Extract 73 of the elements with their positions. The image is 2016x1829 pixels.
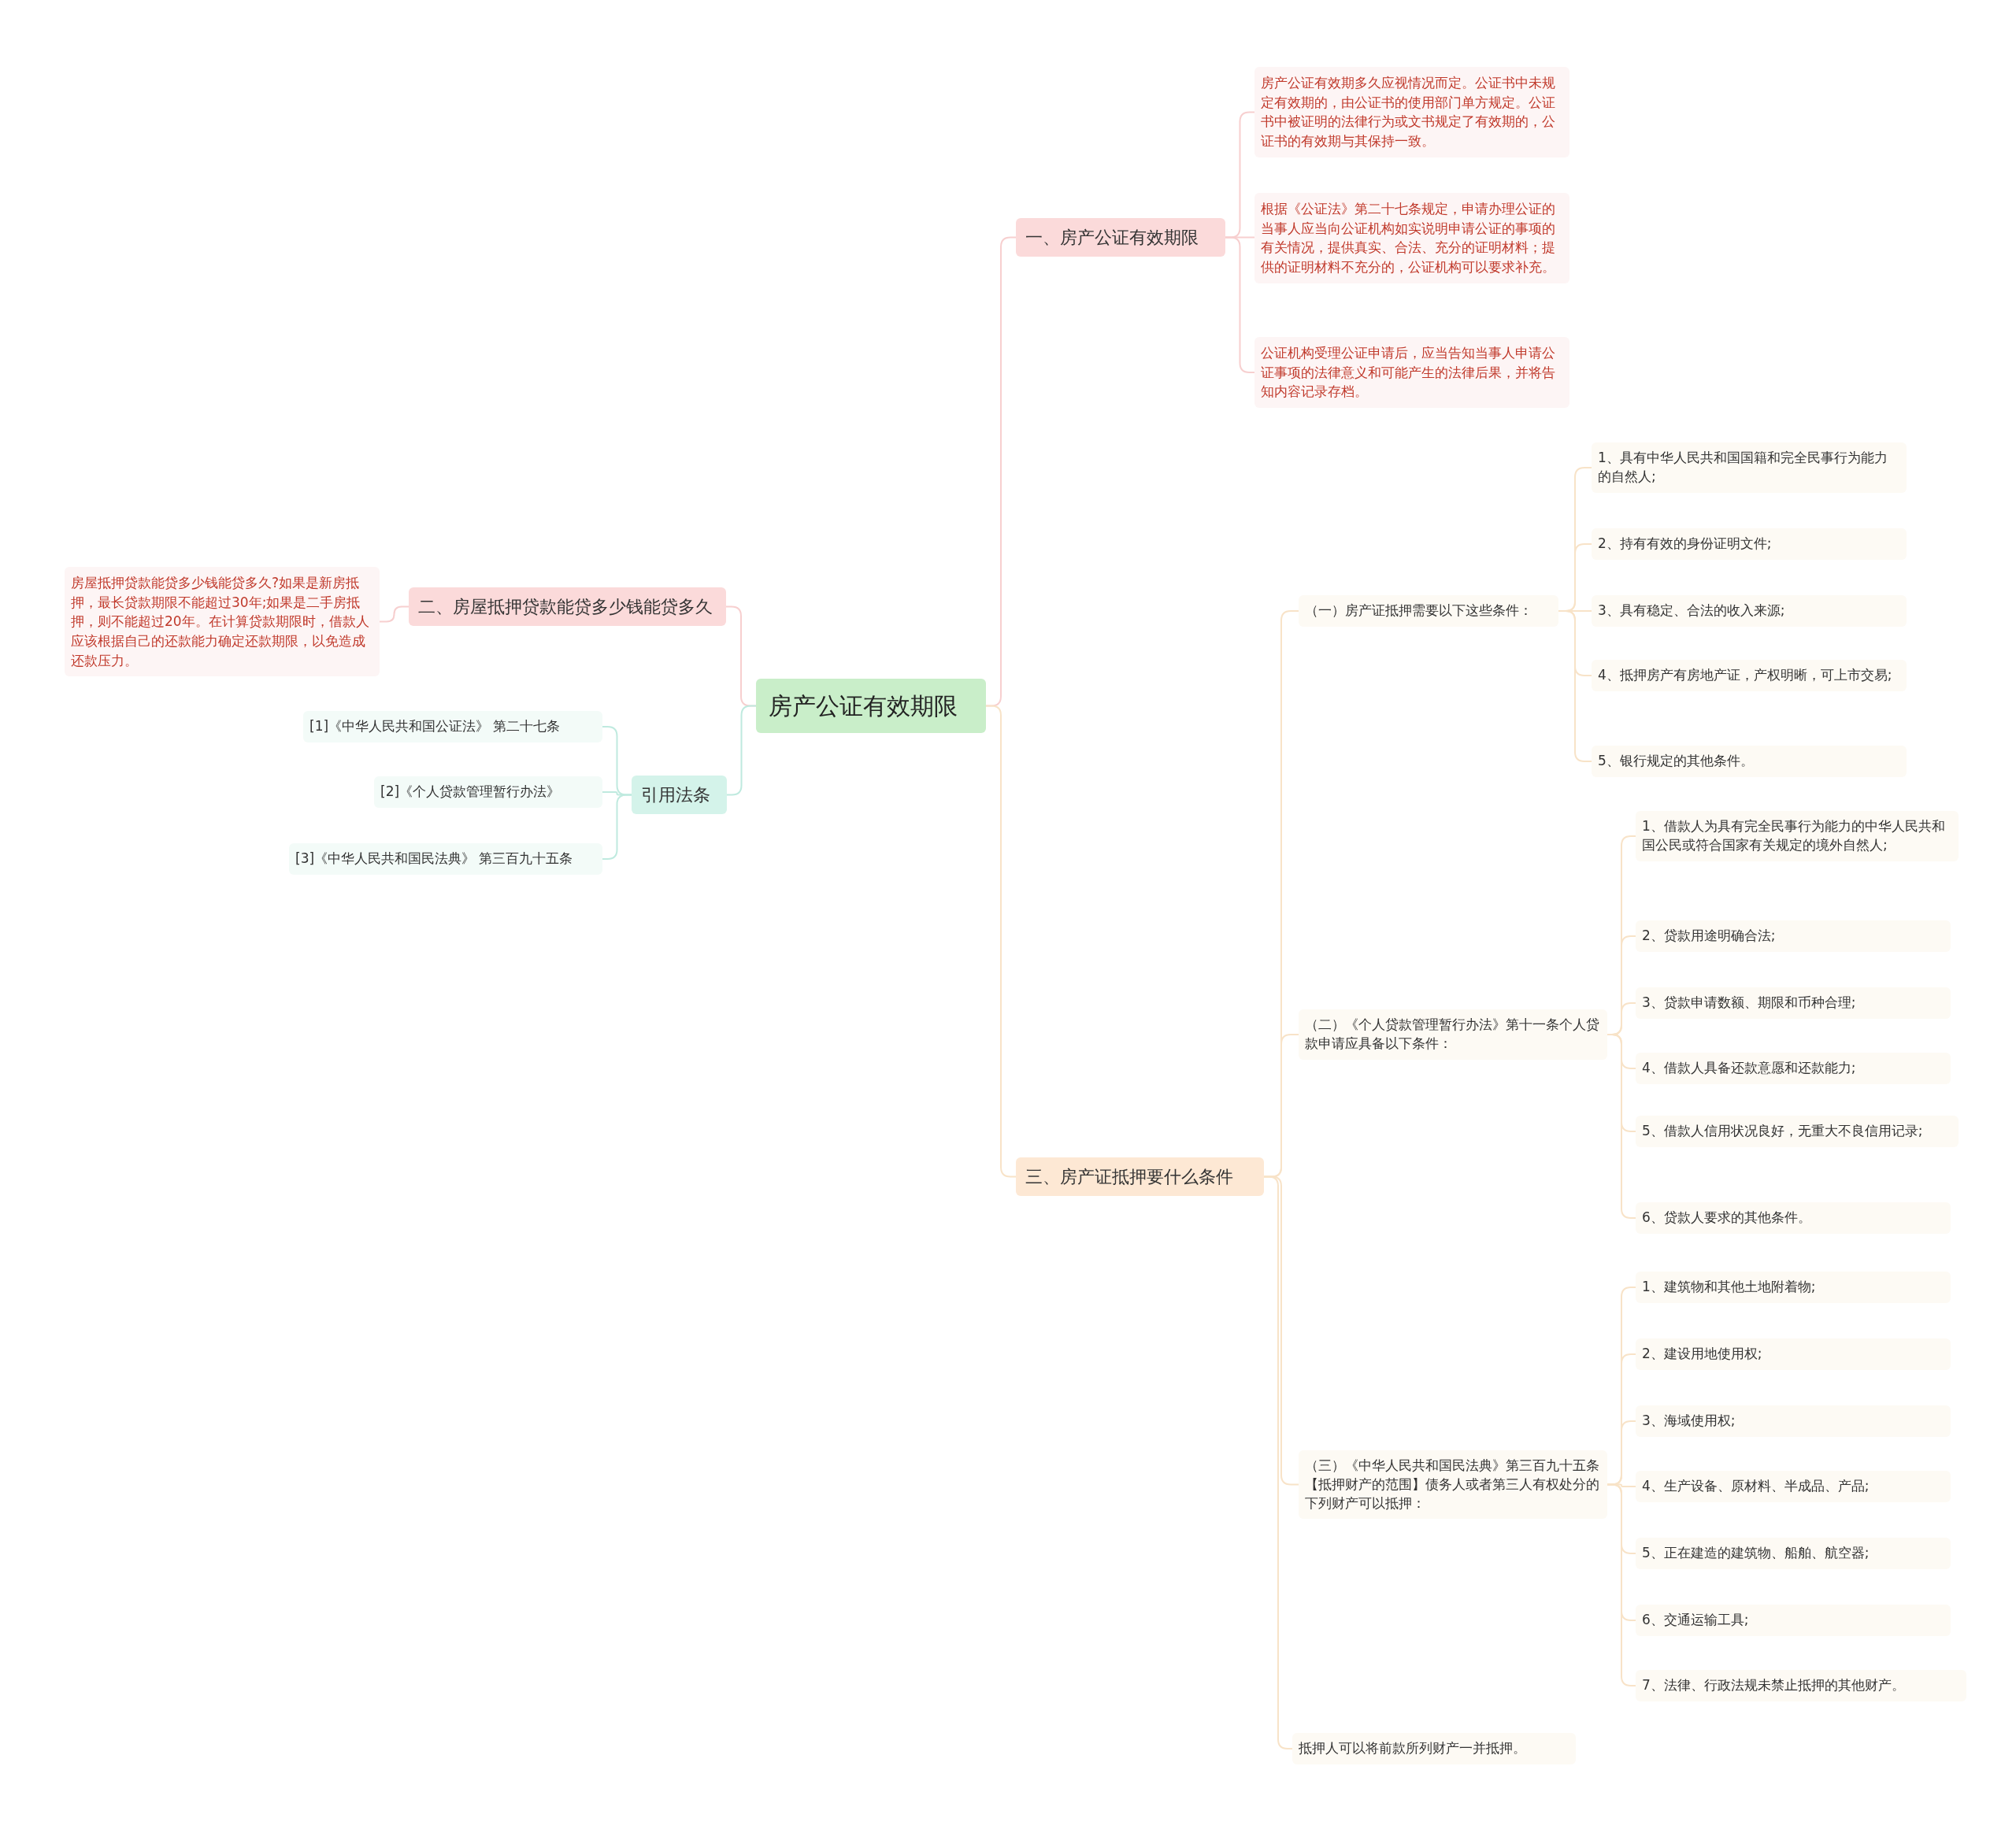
subtopic-card xyxy=(1292,1733,1576,1764)
subtopic-card xyxy=(1636,811,1959,861)
topic-text: 3、海域使用权; xyxy=(1642,1412,1736,1430)
topic-text: 6、贷款人要求的其他条件。 xyxy=(1642,1209,1812,1227)
branch-topic xyxy=(1016,218,1225,257)
topic-text: 房产公证有效期多久应视情况而定。公证书中未规定有效期的，由公证书的使用部门单方规定。公证书中被证明的法律行为或文书规定了有效期的，公证书的有效期与其保持一致。 xyxy=(1261,74,1556,150)
subtopic-card xyxy=(1636,1116,1959,1147)
topic-text: 4、抵押房产有房地产证，产权明晰，可上市交易; xyxy=(1598,666,1893,684)
branch-topic xyxy=(1016,1157,1264,1196)
topic-text: 7、法律、行政法规未禁止抵押的其他财产。 xyxy=(1642,1676,1906,1694)
topic-text: [3]《中华人民共和国民法典》 第三百九十五条 xyxy=(295,850,574,868)
topic-text: 二、房屋抵押贷款能贷多少钱能贷多久 xyxy=(418,596,713,618)
topic-text: [2]《个人贷款管理暂行办法》 xyxy=(380,783,561,801)
topic-text: （一）房产证抵押需要以下这些条件： xyxy=(1305,602,1533,620)
subtopic-card xyxy=(1636,1202,1951,1234)
subtopic-card xyxy=(1299,1009,1607,1060)
topic-text: 抵押人可以将前款所列财产一并抵押。 xyxy=(1299,1739,1527,1757)
topic-text: [1]《中华人民共和国公证法》 第二十七条 xyxy=(309,717,561,735)
branch-line xyxy=(379,605,410,623)
topic-text: 5、正在建造的建筑物、船舶、航空器; xyxy=(1642,1544,1870,1562)
topic-text: 1、具有中华人民共和国国籍和完全民事行为能力的自然人; xyxy=(1598,449,1888,486)
topic-text: 2、贷款用途明确合法; xyxy=(1642,927,1777,945)
topic-text: 房屋抵押贷款能贷多少钱能贷多久?如果是新房抵押，最长贷款期限不能超过30年;如果是二手房抵押，则不能超过20年。在计算贷款期限时，借款人应该根据自己的还款能力确定还款期限，以免造成还款压力。 xyxy=(71,574,370,670)
subtopic-card xyxy=(1636,1405,1951,1437)
subtopic-card xyxy=(1636,1053,1951,1084)
topic-text: 2、持有有效的身份证明文件; xyxy=(1598,535,1773,553)
branch-line xyxy=(1225,236,1255,373)
subtopic-card xyxy=(1636,1338,1951,1370)
subtopic-card xyxy=(1592,442,1907,493)
topic-text: 1、借款人为具有完全民事行为能力的中华人民共和国公民或符合国家有关规定的境外自然人; xyxy=(1642,817,1946,854)
citation-card xyxy=(374,776,602,808)
subtopic-card xyxy=(1592,595,1907,627)
topic-text: 4、生产设备、原材料、半成品、产品; xyxy=(1642,1477,1870,1495)
citation-card xyxy=(289,843,602,875)
subtopic-card xyxy=(1592,528,1907,560)
topic-text: 5、银行规定的其他条件。 xyxy=(1598,752,1755,770)
topic-text: 3、贷款申请数额、期限和币种合理; xyxy=(1642,994,1857,1012)
topic-text: 1、建筑物和其他土地附着物; xyxy=(1642,1278,1817,1296)
subtopic-card xyxy=(1636,1471,1951,1502)
subtopic-card xyxy=(1636,920,1951,952)
branch-line xyxy=(1558,610,1592,762)
note-card xyxy=(1254,337,1569,408)
topic-text: 5、借款人信用状况良好，无重大不良信用记录; xyxy=(1642,1122,1924,1140)
citation-card xyxy=(303,711,602,742)
note-card xyxy=(1254,67,1569,157)
topic-text: 2、建设用地使用权; xyxy=(1642,1345,1763,1363)
subtopic-card xyxy=(1636,1605,1951,1636)
subtopic-card xyxy=(1592,660,1907,691)
topic-text: 房产公证有效期限 xyxy=(769,691,958,721)
subtopic-card xyxy=(1636,1538,1951,1569)
branch-line xyxy=(726,705,757,796)
topic-text: 4、借款人具备还款意愿和还款能力; xyxy=(1642,1059,1857,1077)
branch-topic xyxy=(632,776,727,814)
branch-topic xyxy=(409,587,726,626)
subtopic-card xyxy=(1299,1450,1607,1520)
central-topic xyxy=(756,679,986,733)
branch-line xyxy=(602,794,632,860)
topic-text: 三、房产证抵押要什么条件 xyxy=(1025,1166,1234,1188)
subtopic-card xyxy=(1636,987,1951,1019)
subtopic-card xyxy=(1592,746,1907,777)
topic-text: 6、交通运输工具; xyxy=(1642,1611,1750,1629)
topic-text: （二）《个人贷款管理暂行办法》第十一条个人贷款申请应具备以下条件： xyxy=(1305,1016,1600,1053)
subtopic-card xyxy=(1299,595,1558,627)
topic-text: 公证机构受理公证申请后，应当告知当事人申请公证事项的法律意义和可能产生的法律后果，并将告知内容记录存档。 xyxy=(1261,344,1556,402)
note-card xyxy=(1254,193,1569,283)
subtopic-card xyxy=(1636,1272,1951,1303)
topic-text: 3、具有稳定、合法的收入来源; xyxy=(1598,602,1786,620)
subtopic-card xyxy=(1636,1670,1966,1701)
topic-text: 引用法条 xyxy=(641,784,711,806)
note-card xyxy=(65,567,380,677)
topic-text: 一、房产公证有效期限 xyxy=(1025,227,1199,249)
topic-text: 根据《公证法》第二十七条规定，申请办理公证的当事人应当向公证机构如实说明申请公证的事项的有关情况，提供真实、合法、充分的证明材料；提供的证明材料不充分的，公证机构可以要求补充。 xyxy=(1261,200,1556,276)
topic-text: （三）《中华人民共和国民法典》第三百九十五条【抵押财产的范围】债务人或者第三人有权处分的下列财产可以抵押： xyxy=(1305,1457,1600,1512)
